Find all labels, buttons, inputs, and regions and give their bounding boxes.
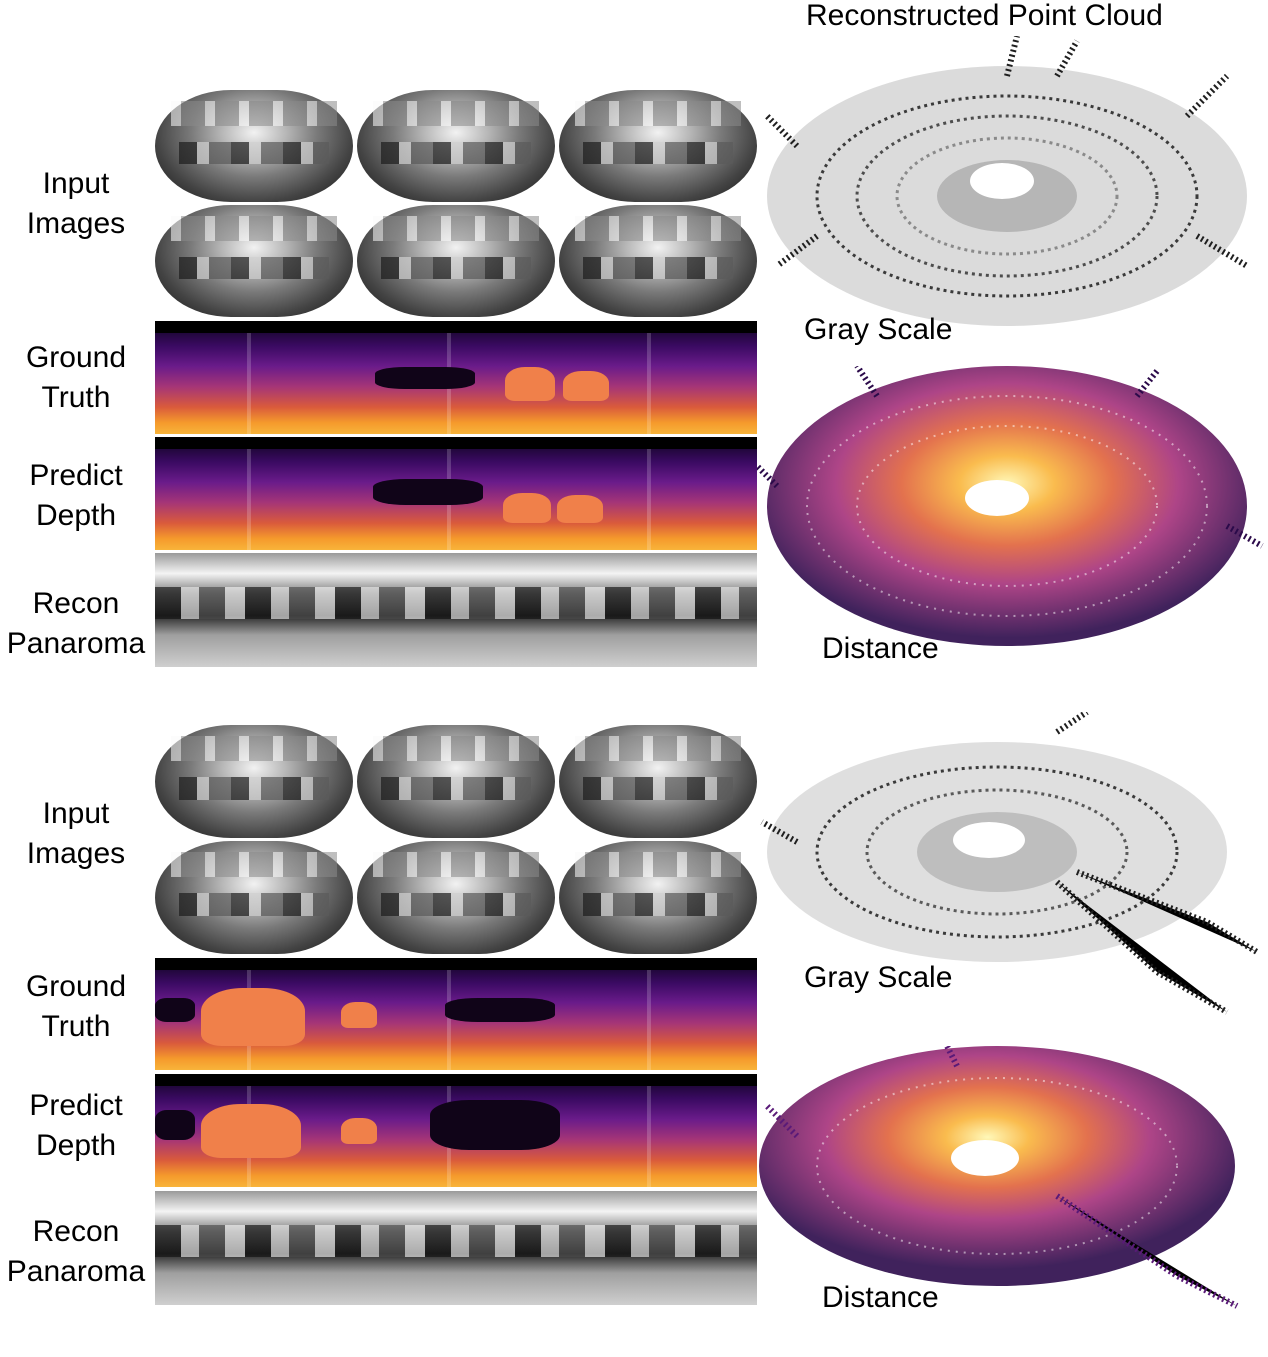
- reconstructed-panorama: [155, 553, 757, 667]
- predicted-depth-map: [155, 437, 757, 550]
- input-image-6: [559, 205, 757, 317]
- point-cloud-grayscale: [764, 36, 1249, 326]
- ground-truth-depth-map: [155, 958, 757, 1070]
- input-image-2: [357, 90, 555, 202]
- point-cloud-distance: [757, 366, 1264, 646]
- input-image-3: [559, 725, 757, 838]
- input-image-3: [559, 90, 757, 202]
- input-image-6: [559, 841, 757, 954]
- input-image-4: [155, 205, 353, 317]
- input-image-2: [357, 725, 555, 838]
- figure-title: Reconstructed Point Cloud: [806, 0, 1163, 32]
- ground-truth-depth-map: [155, 321, 757, 434]
- label-distance-2: Distance: [822, 1281, 939, 1314]
- point-cloud-distance: [759, 1046, 1239, 1309]
- input-image-1: [155, 90, 353, 202]
- input-image-5: [357, 841, 555, 954]
- label-input-images: Input Images: [26, 167, 126, 240]
- label-input-images: Input Images: [26, 797, 126, 870]
- input-image-1: [155, 725, 353, 838]
- label-gray-scale-2: Gray Scale: [804, 961, 953, 994]
- label-predict-depth: Predict Depth: [29, 1089, 123, 1162]
- label-ground-truth: Ground Truth: [25, 341, 127, 414]
- label-recon-panorama: Recon Panaroma: [6, 587, 146, 660]
- input-image-5: [357, 205, 555, 317]
- reconstructed-panorama: [155, 1191, 757, 1305]
- label-predict-depth: Predict Depth: [29, 459, 123, 532]
- label-gray-scale-1: Gray Scale: [804, 313, 953, 346]
- label-ground-truth: Ground Truth: [25, 970, 127, 1043]
- label-distance-1: Distance: [822, 632, 939, 665]
- point-cloud-grayscale: [760, 712, 1259, 1015]
- label-recon-panorama: Recon Panaroma: [6, 1215, 146, 1288]
- predicted-depth-map: [155, 1074, 757, 1187]
- input-image-4: [155, 841, 353, 954]
